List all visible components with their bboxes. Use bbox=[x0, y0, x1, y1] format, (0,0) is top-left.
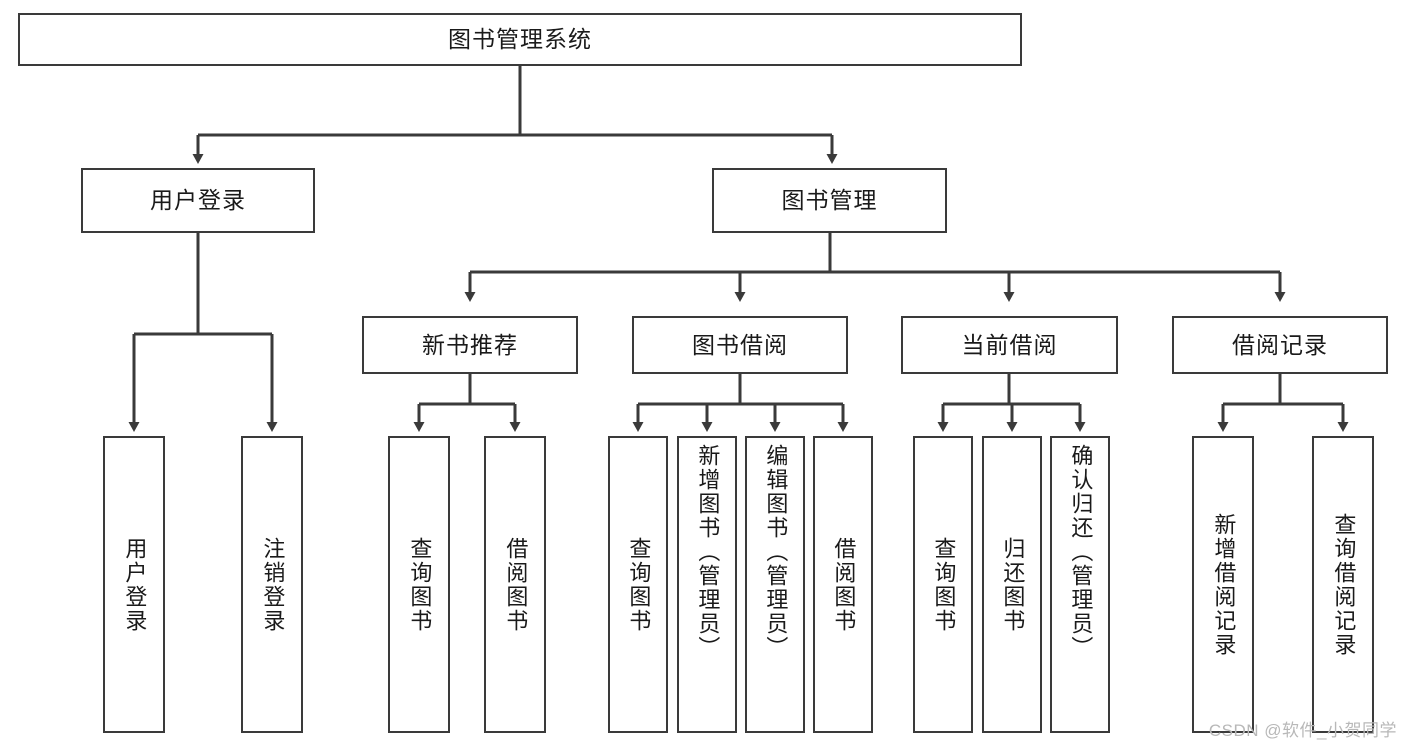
node-label: 归还图书 bbox=[1000, 536, 1026, 633]
node-label: 新书推荐 bbox=[422, 331, 518, 358]
node-new-book-recommend[interactable]: 新书推荐 bbox=[362, 316, 578, 374]
node-label: 借阅图书 bbox=[503, 536, 529, 633]
node-label: 编辑图书（管理员） bbox=[763, 444, 789, 660]
node-label: 借阅记录 bbox=[1232, 331, 1328, 358]
node-leaf-query-book-current[interactable]: 查询图书 bbox=[913, 436, 973, 733]
node-book-borrow[interactable]: 图书借阅 bbox=[632, 316, 848, 374]
node-leaf-borrow-book[interactable]: 借阅图书 bbox=[813, 436, 873, 733]
node-label: 新增图书（管理员） bbox=[695, 444, 721, 660]
node-label: 图书借阅 bbox=[692, 331, 788, 358]
node-label: 当前借阅 bbox=[961, 331, 1058, 358]
node-label: 借阅图书 bbox=[831, 536, 857, 633]
node-leaf-return-book[interactable]: 归还图书 bbox=[982, 436, 1042, 733]
node-leaf-query-book-borrow[interactable]: 查询图书 bbox=[608, 436, 668, 733]
node-label: 新增借阅记录 bbox=[1211, 512, 1237, 657]
node-label: 用户登录 bbox=[122, 536, 148, 633]
node-label: 图书管理 bbox=[781, 187, 878, 214]
node-book-manage[interactable]: 图书管理 bbox=[712, 168, 947, 233]
node-borrow-record[interactable]: 借阅记录 bbox=[1172, 316, 1388, 374]
node-leaf-edit-book[interactable]: 编辑图书（管理员） bbox=[745, 436, 805, 733]
node-current-borrow[interactable]: 当前借阅 bbox=[901, 316, 1118, 374]
node-label: 确认归还（管理员） bbox=[1068, 444, 1094, 660]
node-label: 图书管理系统 bbox=[448, 26, 592, 53]
node-label: 查询图书 bbox=[626, 536, 652, 633]
node-label: 查询图书 bbox=[931, 536, 957, 633]
node-leaf-add-book[interactable]: 新增图书（管理员） bbox=[677, 436, 737, 733]
node-leaf-user-logout[interactable]: 注销登录 bbox=[241, 436, 303, 733]
node-leaf-query-book-recommend[interactable]: 查询图书 bbox=[388, 436, 450, 733]
node-leaf-add-borrow-record[interactable]: 新增借阅记录 bbox=[1192, 436, 1254, 733]
node-user-login[interactable]: 用户登录 bbox=[81, 168, 315, 233]
node-root-system[interactable]: 图书管理系统 bbox=[18, 13, 1022, 66]
node-label: 用户登录 bbox=[150, 187, 246, 214]
node-label: 查询图书 bbox=[407, 536, 433, 633]
node-leaf-confirm-return[interactable]: 确认归还（管理员） bbox=[1050, 436, 1110, 733]
node-label: 查询借阅记录 bbox=[1331, 512, 1357, 657]
node-leaf-user-login[interactable]: 用户登录 bbox=[103, 436, 165, 733]
node-leaf-borrow-book-recommend[interactable]: 借阅图书 bbox=[484, 436, 546, 733]
node-leaf-query-borrow-record[interactable]: 查询借阅记录 bbox=[1312, 436, 1374, 733]
node-label: 注销登录 bbox=[260, 536, 286, 633]
